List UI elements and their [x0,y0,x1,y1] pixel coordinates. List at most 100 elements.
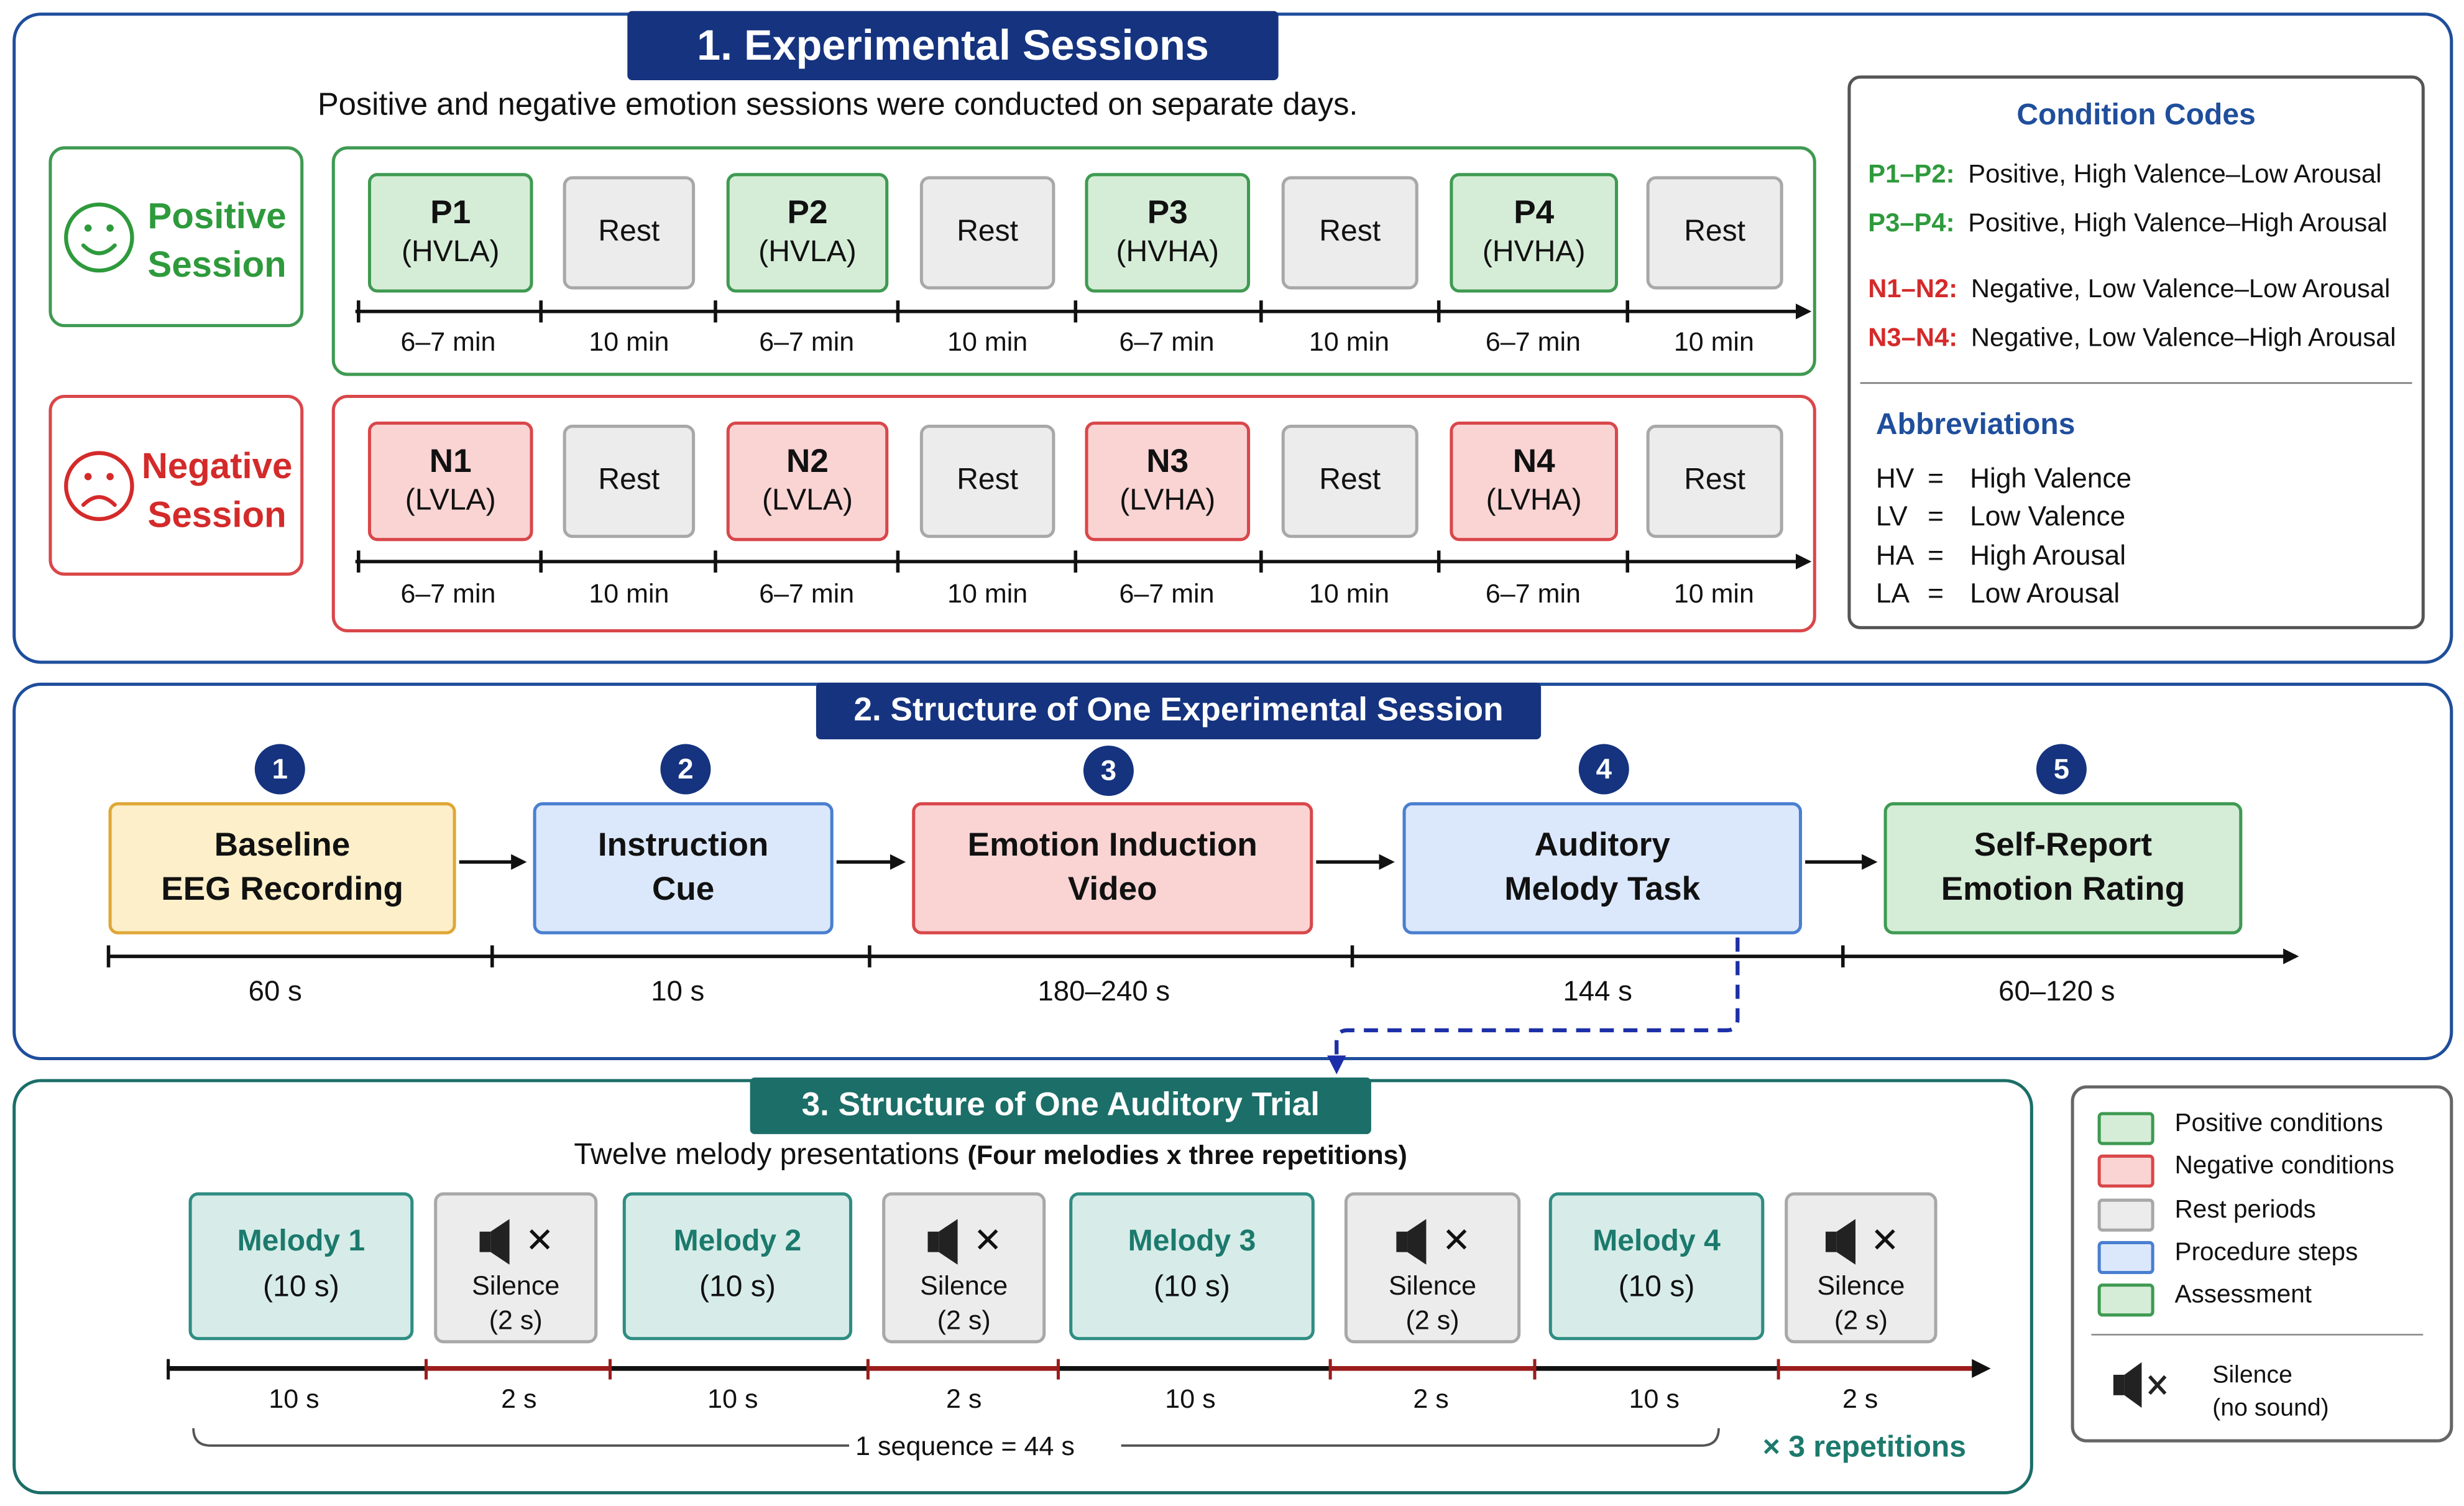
melody-name: Melody 4 [1593,1226,1721,1259]
duration-label: 6–7 min [759,578,855,609]
abbr-val: High Arousal [1970,539,2126,571]
legend-swatch-rest [2097,1198,2154,1232]
section2-title: 2. Structure of One Experimental Session [816,682,1542,739]
abbreviation-row: LV = Low Valence [1876,500,2125,533]
abbr-val: High Valence [1970,462,2132,494]
block-p2: P2 (HVLA) [726,173,889,293]
trial-duration-label: 2 s [1842,1384,1878,1415]
silence-box: ✕ Silence (2 s) [882,1192,1046,1344]
step-number-4: 4 [1578,744,1629,795]
rest-label: Rest [1684,463,1746,497]
code-desc: Positive, High Valence–High Arousal [1968,209,2388,238]
code-key: N3–N4: [1868,324,1958,353]
block-code: N4 [1512,443,1555,480]
legend-silence-text: Silence (no sound) [2212,1359,2328,1425]
duration-label: 6–7 min [1119,578,1215,609]
abbreviation-row: HA = High Arousal [1876,540,2126,573]
block-rest: Rest [563,176,696,290]
mute-x: ✕ [525,1221,554,1260]
legend-label: Negative conditions [2174,1153,2394,1180]
block-code: N1 [429,443,472,480]
block-rest: Rest [1281,425,1418,538]
legend-label: Procedure steps [2174,1239,2358,1267]
legend-label: Positive conditions [2174,1110,2383,1137]
duration-label: 10 min [947,327,1028,358]
melody-duration: (10 s) [262,1270,339,1305]
block-condition: (LVLA) [405,484,496,519]
block-rest: Rest [1646,425,1783,538]
trial-duration-label: 10 s [1165,1384,1216,1415]
speaker-muted-icon: ✕ [1386,1216,1480,1269]
rest-label: Rest [598,215,660,248]
block-p1: P1 (HVLA) [367,173,533,293]
block-n2: N2 (LVLA) [726,421,889,542]
melody-2-box: Melody 2 (10 s) [622,1192,853,1341]
positive-label-line2: Session [147,244,287,285]
code-key: P1–P2: [1868,160,1955,189]
legend-label: Assessment [2174,1282,2312,1309]
rest-label: Rest [957,463,1019,497]
negative-session-label: Negative Session [139,442,296,540]
mute-x: ✕ [973,1221,1003,1260]
step-duration: 60–120 s [1998,975,2115,1007]
duration-label: 6–7 min [1485,327,1581,358]
trial-duration-label: 10 s [1629,1384,1680,1415]
speaker-muted-icon: ✕ [1814,1216,1908,1269]
step-line: Baseline [214,826,351,863]
block-condition: (LVHA) [1486,484,1582,519]
code-desc: Positive, High Valence–Low Arousal [1968,160,2382,189]
code-key: P3–P4: [1868,209,1955,238]
step-line: Auditory [1534,826,1670,863]
rest-label: Rest [957,215,1019,248]
rest-label: Rest [1684,215,1746,248]
legend-divider [2091,1334,2424,1336]
condition-codes-title: Condition Codes [2016,99,2256,132]
trial-duration-label: 2 s [501,1384,537,1415]
block-condition: (HVHA) [1482,236,1586,270]
duration-label: 10 min [1673,327,1754,358]
block-condition: (LVHA) [1119,484,1216,519]
section1-panel [12,12,2453,664]
step-emotion-induction-video: Emotion Induction Video [912,802,1313,935]
silence-label: Silence [1389,1270,1477,1301]
duration-label: 10 min [1308,578,1390,609]
rest-label: Rest [1319,215,1381,248]
step-instruction-cue: Instruction Cue [533,802,834,935]
melody-name: Melody 2 [673,1226,802,1259]
section1-title: 1. Experimental Sessions [627,11,1279,81]
condition-code-row: P3–P4: Positive, High Valence–High Arous… [1868,209,2387,239]
duration-label: 10 min [589,578,669,609]
silence-label: Silence [472,1270,560,1301]
positive-session-label: Positive Session [145,192,290,290]
duration-label: 6–7 min [1485,578,1581,609]
step-duration: 10 s [651,975,705,1007]
block-rest: Rest [1646,176,1783,290]
block-code: N3 [1146,443,1189,480]
abbreviation-row: LA = Low Arousal [1876,577,2120,610]
silence-duration: (2 s) [489,1305,543,1336]
step-line: Self-Report [1974,826,2153,863]
legend-divider [1860,382,2412,384]
positive-session-label-box [48,146,304,328]
condition-codes-legend [1847,75,2425,629]
block-p4: P4 (HVHA) [1450,173,1619,293]
rest-label: Rest [598,463,660,497]
subtitle-paren: (Four melodies x three repetitions) [967,1140,1407,1171]
duration-label: 10 min [1308,327,1390,358]
silence-box: ✕ Silence (2 s) [434,1192,598,1344]
rest-label: Rest [1319,463,1381,497]
melody-4-box: Melody 4 (10 s) [1548,1192,1765,1341]
step-auditory-melody-task: Auditory Melody Task [1402,802,1803,935]
block-condition: (HVLA) [758,236,857,270]
speaker-muted-icon: ✕ [469,1216,563,1269]
silence-label: Silence [920,1270,1008,1301]
duration-label: 10 min [589,327,669,358]
silence-duration: (2 s) [937,1305,991,1336]
step-number-3: 3 [1083,746,1134,797]
negative-session-row [331,394,1816,632]
trial-duration-label: 10 s [269,1384,319,1415]
abbreviation-row: HV = High Valence [1876,463,2131,496]
code-desc: Negative, Low Valence–Low Arousal [1970,275,2391,304]
legend-swatch-assessment [2097,1283,2154,1317]
